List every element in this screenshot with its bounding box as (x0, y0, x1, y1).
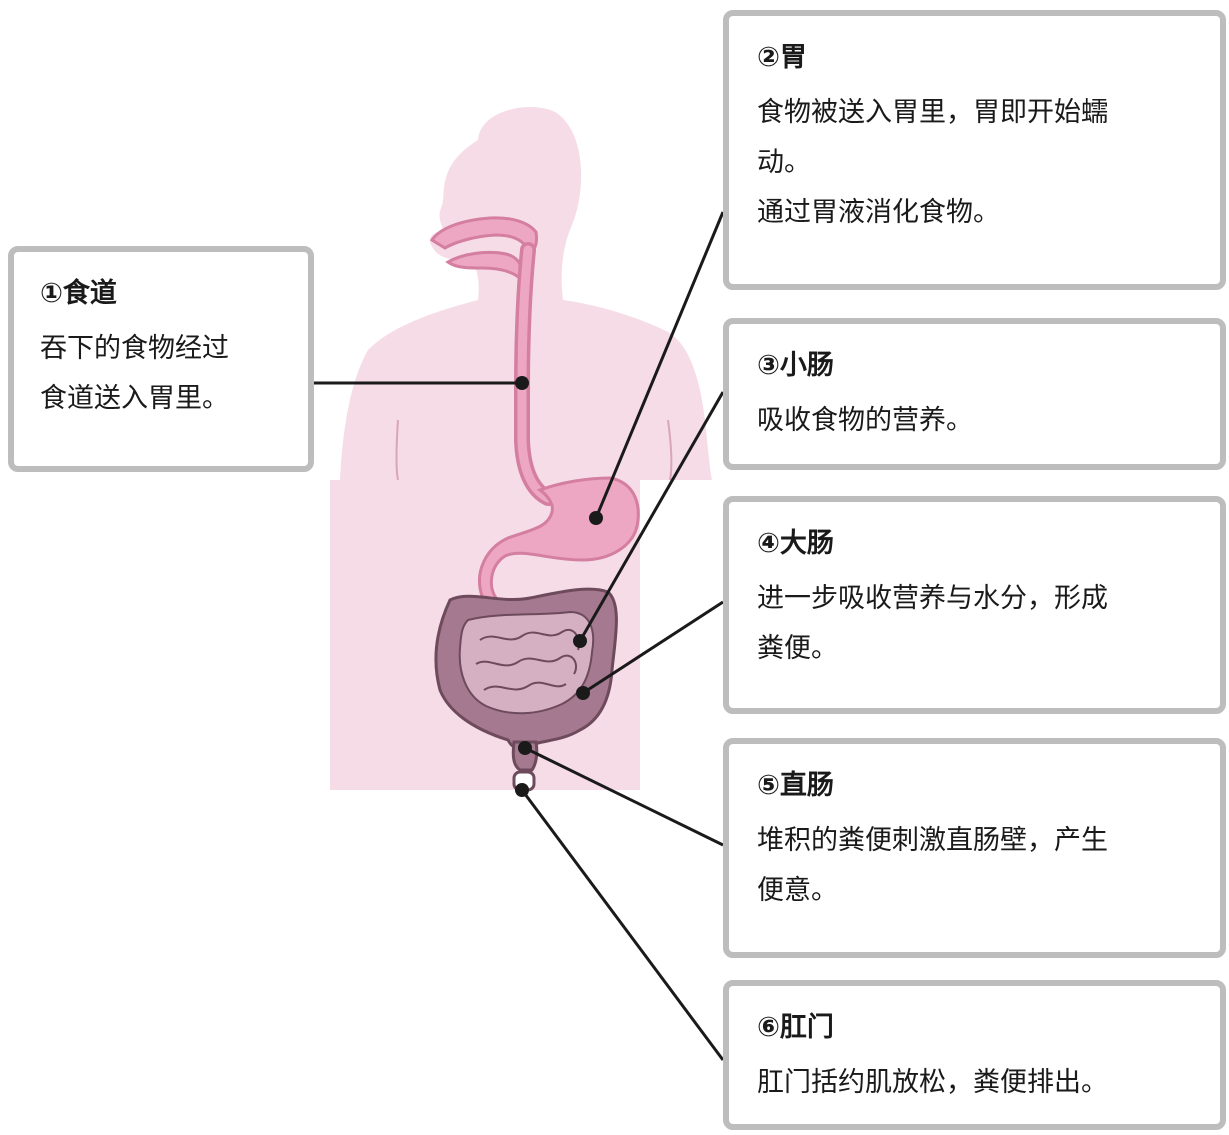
callout-desc-esophagus: 吞下的食物经过 食道送入胃里。 (40, 333, 229, 414)
callout-title-anus: ⑥肛门 (757, 1012, 834, 1043)
right-arm-line (667, 419, 673, 481)
callout-desc-stomach: 食物被送入胃里，胃即开始蠕 动。 通过胃液消化食物。 (757, 97, 1108, 228)
left-arm-line (395, 419, 399, 481)
small-intestine-folds (475, 629, 580, 691)
callout-title-small-intestine: ③小肠 (757, 350, 834, 381)
leader-line-large-intestine (582, 600, 724, 695)
leader-line-small-intestine (578, 391, 725, 642)
callout-rectum: ⑤直肠 堆积的粪便刺激直肠壁，产生 便意。 (723, 738, 1226, 958)
pointer-dot-small-intestine (573, 634, 587, 648)
callout-large-intestine: ④大肠 进一步吸收营养与水分，形成 粪便。 (723, 496, 1226, 714)
leader-line-rectum (524, 746, 724, 847)
callout-title-esophagus: ①食道 (40, 278, 117, 309)
callout-desc-large-intestine: 进一步吸收营养与水分，形成 粪便。 (757, 583, 1108, 664)
pointer-dot-rectum (518, 741, 532, 755)
pointer-dot-esophagus (515, 376, 529, 390)
callout-title-stomach: ②胃 (757, 42, 807, 73)
callout-anus: ⑥肛门 肛门括约肌放松，粪便排出。 (723, 980, 1226, 1130)
leader-line-anus (520, 789, 725, 1061)
callout-desc-rectum: 堆积的粪便刺激直肠壁，产生 便意。 (757, 825, 1108, 906)
callout-title-large-intestine: ④大肠 (757, 528, 834, 559)
pointer-dot-anus (515, 783, 529, 797)
pointer-dot-large-intestine (576, 686, 590, 700)
callout-desc-anus: 肛门括约肌放松，粪便排出。 (757, 1067, 1108, 1098)
pointer-dot-stomach (589, 511, 603, 525)
callout-esophagus: ①食道 吞下的食物经过 食道送入胃里。 (8, 246, 314, 472)
leader-line-stomach (594, 211, 725, 519)
callout-small-intestine: ③小肠 吸收食物的营养。 (723, 318, 1226, 470)
callout-stomach: ②胃 食物被送入胃里，胃即开始蠕 动。 通过胃液消化食物。 (723, 10, 1226, 290)
callout-title-rectum: ⑤直肠 (757, 770, 834, 801)
callout-desc-small-intestine: 吸收食物的营养。 (757, 405, 973, 436)
